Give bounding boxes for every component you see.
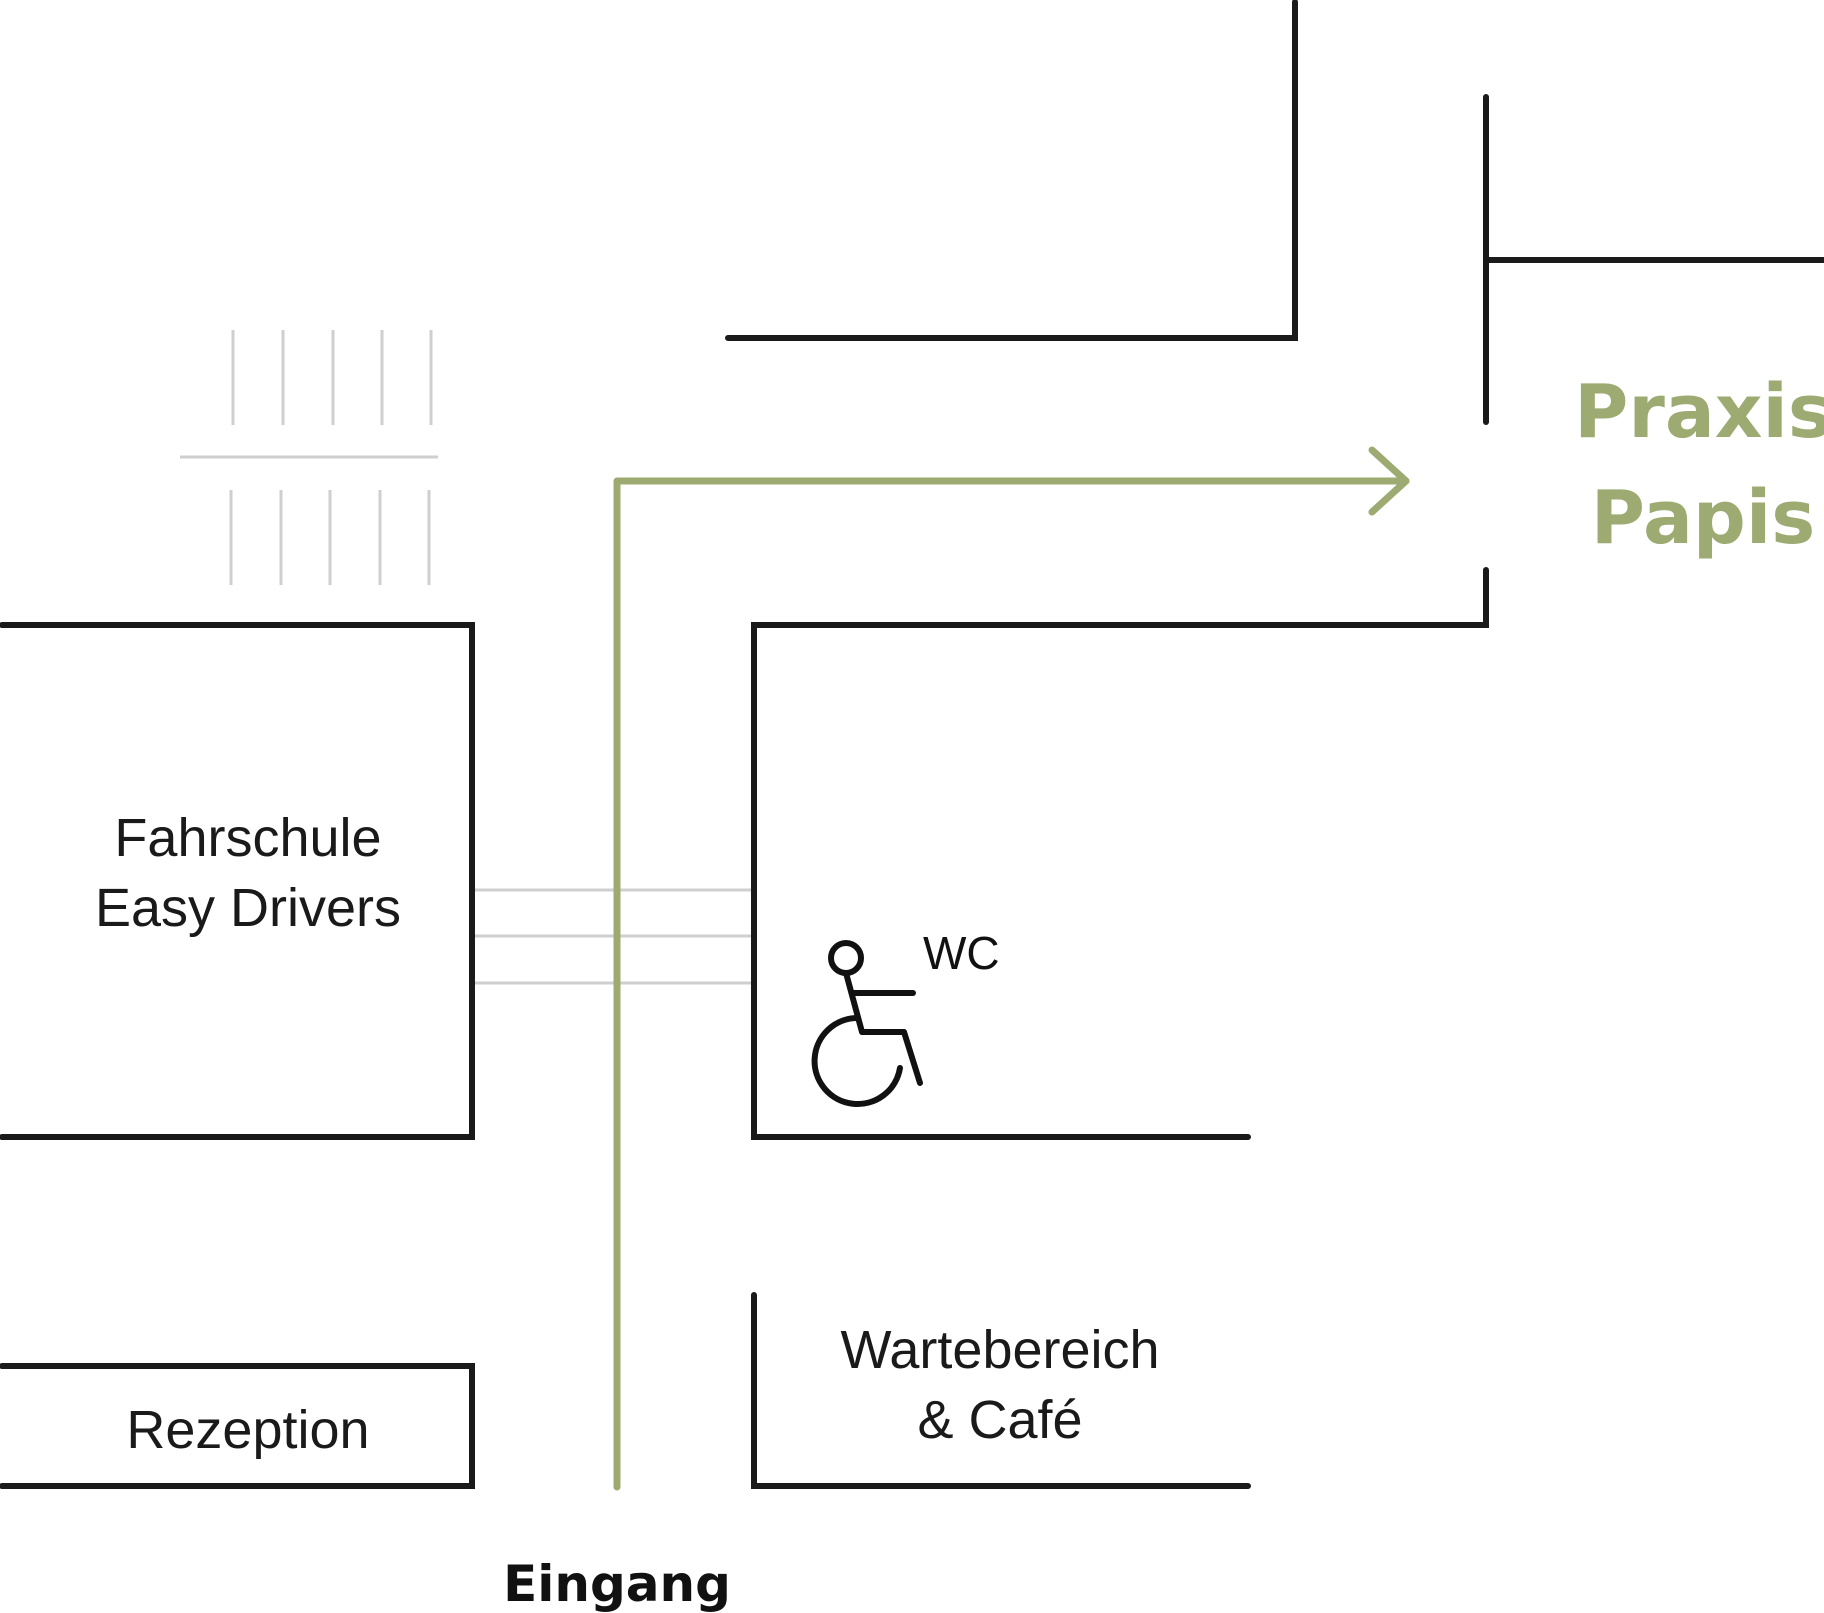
walls [0,0,1824,1489]
destination-label-papis: Papis [1591,475,1816,561]
room-label-cafe: & Café [917,1390,1082,1450]
stairs [180,330,438,585]
wheelchair-icon [811,940,923,1107]
destination-label-praxis: Praxis [1574,369,1824,455]
corridor-lines [473,888,752,985]
room-label-rezeption: Rezeption [126,1400,369,1460]
room-label-wartebereich: Wartebereich [840,1320,1159,1380]
route-path [613,446,1410,1491]
wc-label: WC [923,927,1000,979]
entrance-label: Eingang [503,1555,731,1613]
room-label-fahrschule: Fahrschule [114,808,381,868]
room-label-easy-drivers: Easy Drivers [95,878,401,938]
